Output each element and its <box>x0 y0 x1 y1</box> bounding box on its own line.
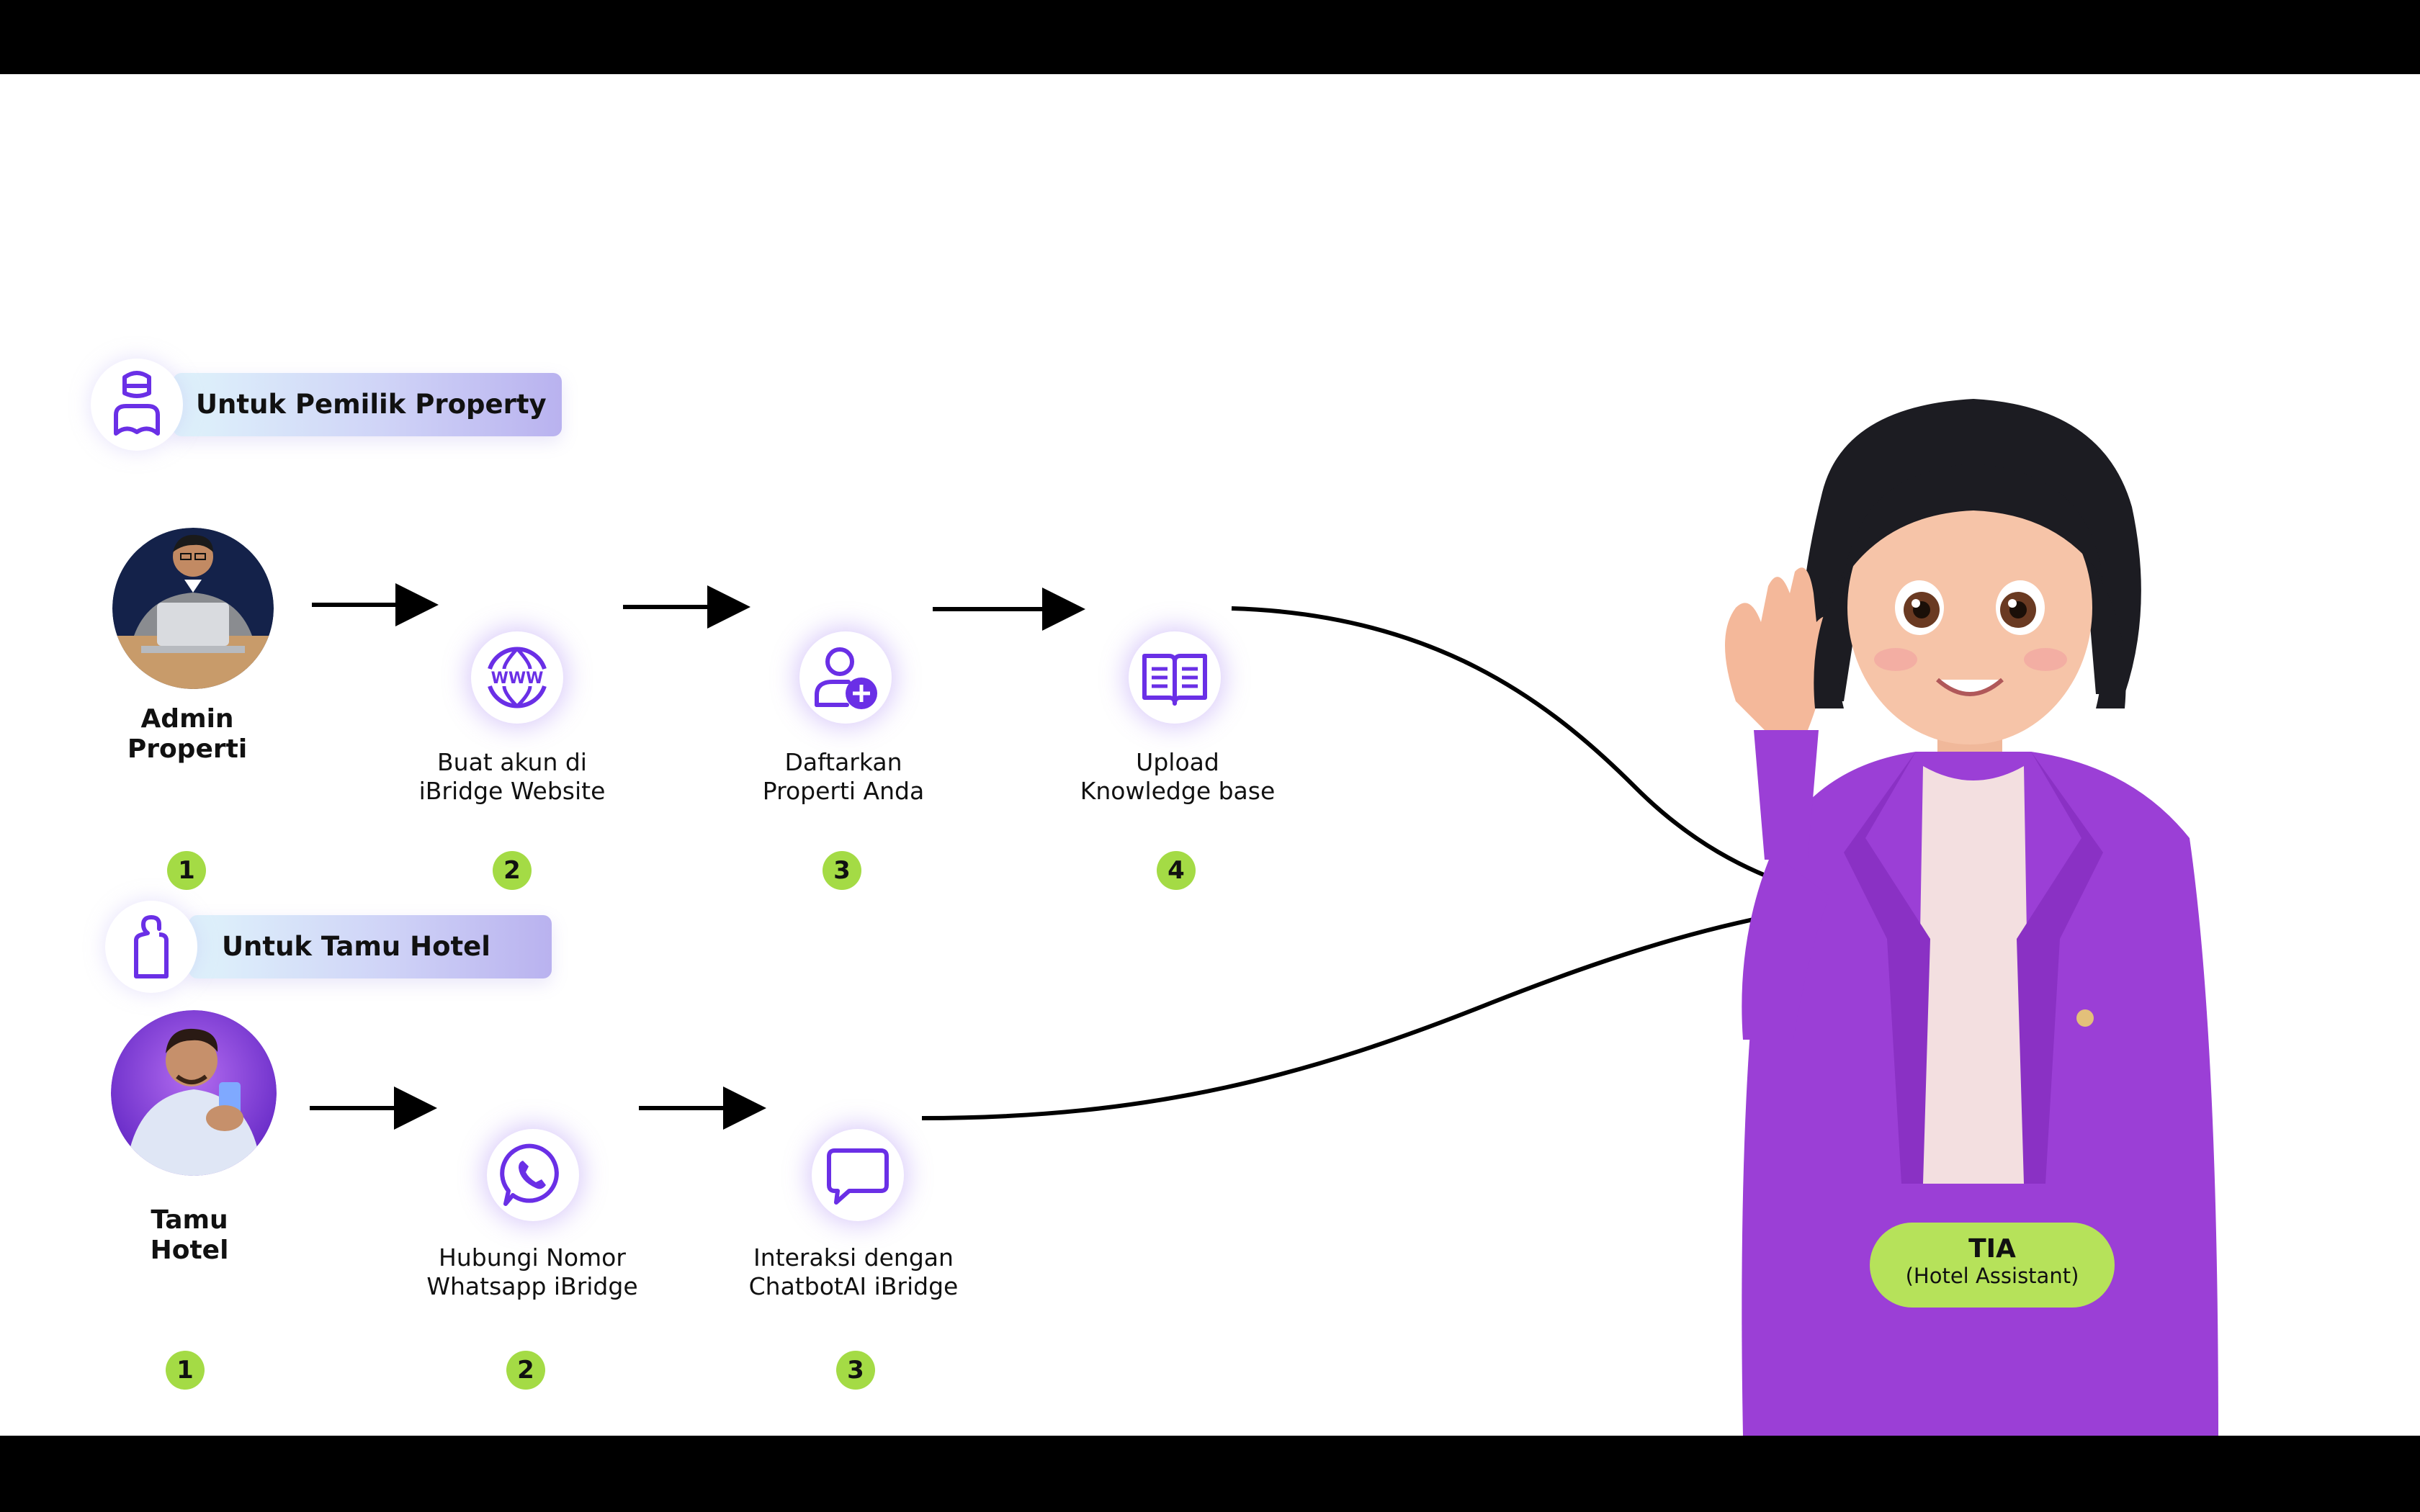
whatsapp-icon <box>487 1129 579 1221</box>
guest-number-2: 2 <box>506 1351 545 1390</box>
user-admin-icon <box>91 359 183 451</box>
www-globe-icon: WWW <box>471 631 563 724</box>
door-hanger-icon <box>105 901 197 993</box>
guest-section-pill: Untuk Tamu Hotel <box>189 915 552 978</box>
owner-number-1: 1 <box>167 851 206 890</box>
guest-step-3-label: Interaksi dengan ChatbotAI iBridge <box>748 1243 959 1300</box>
owner-number-3: 3 <box>823 851 861 890</box>
admin-avatar <box>112 528 274 689</box>
guest-avatar <box>111 1010 277 1176</box>
svg-text:WWW: WWW <box>491 670 544 688</box>
guest-number-3: 3 <box>836 1351 875 1390</box>
tia-badge: TIA (Hotel Assistant) <box>1870 1223 2115 1308</box>
owner-number-4: 4 <box>1157 851 1196 890</box>
admin-actor-name: Admin Properti <box>127 704 248 764</box>
flow-connectors <box>310 583 1830 1130</box>
chat-bubble-icon <box>812 1129 904 1221</box>
owner-step-4-label: Upload Knowledge base <box>1080 748 1276 805</box>
owner-number-2: 2 <box>493 851 532 890</box>
owner-section-pill: Untuk Pemilik Property <box>173 373 562 436</box>
curve-owner-to-tia <box>1231 606 1823 897</box>
tia-name: TIA <box>1968 1234 2016 1264</box>
guest-actor-name: Tamu Hotel <box>150 1205 229 1265</box>
guest-number-1: 1 <box>166 1351 205 1390</box>
guest-section-title: Untuk Tamu Hotel <box>222 931 490 962</box>
curve-guest-to-tia <box>921 904 1830 1120</box>
tia-role: (Hotel Assistant) <box>1905 1264 2079 1288</box>
owner-section-title: Untuk Pemilik Property <box>196 389 547 420</box>
owner-step-2-label: Buat akun di iBridge Website <box>418 748 606 805</box>
owner-step-3-label: Daftarkan Properti Anda <box>762 748 925 805</box>
diagram-canvas: Untuk Pemilik Property <box>0 74 2420 1436</box>
user-add-icon <box>799 631 892 724</box>
guest-step-2-label: Hubungi Nomor Whatsapp iBridge <box>426 1243 638 1300</box>
open-book-icon <box>1129 631 1221 724</box>
